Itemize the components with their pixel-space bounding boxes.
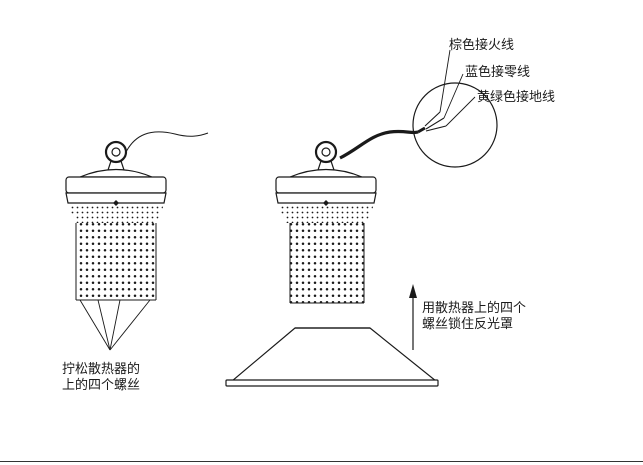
- hanging-ring-icon-right: [314, 140, 338, 164]
- hanging-ring-icon: [104, 140, 128, 164]
- label-ground: 黄绿色接地线: [477, 90, 556, 105]
- right-lamp: [275, 129, 419, 304]
- bottom-rule: [0, 461, 643, 462]
- left-thin-wire: [125, 131, 209, 153]
- leader-ground: [445, 96, 476, 127]
- left-lamp: [65, 131, 209, 351]
- label-loosen-1: 拧松散热器的: [62, 362, 141, 377]
- label-brown-live: 棕色接火线: [449, 38, 515, 53]
- lamp-cap: [79, 168, 153, 178]
- leader-blue: [443, 73, 464, 119]
- reflector: [225, 327, 439, 387]
- left-screw-pointers: [79, 299, 151, 351]
- label-blue-neutral: 蓝色接零线: [465, 65, 531, 80]
- left-heatsink: [76, 223, 156, 300]
- right-heatsink: [290, 223, 364, 303]
- arrow-up-icon: [409, 284, 417, 350]
- wire-detail: [412, 49, 498, 168]
- left-lamp-logo: [113, 200, 119, 206]
- power-cable: [339, 129, 419, 160]
- label-loosen-2: 上的四个螺丝: [62, 378, 141, 393]
- label-lock-2: 螺丝锁住反光罩: [422, 317, 514, 332]
- lamp-top-band: [65, 176, 167, 194]
- label-lock-1: 用散热器上的四个: [422, 301, 527, 316]
- leader-brown: [439, 49, 451, 113]
- wire-detail-circle: [412, 82, 498, 168]
- right-lamp-logo: [323, 200, 329, 206]
- reflector-rim: [225, 379, 439, 387]
